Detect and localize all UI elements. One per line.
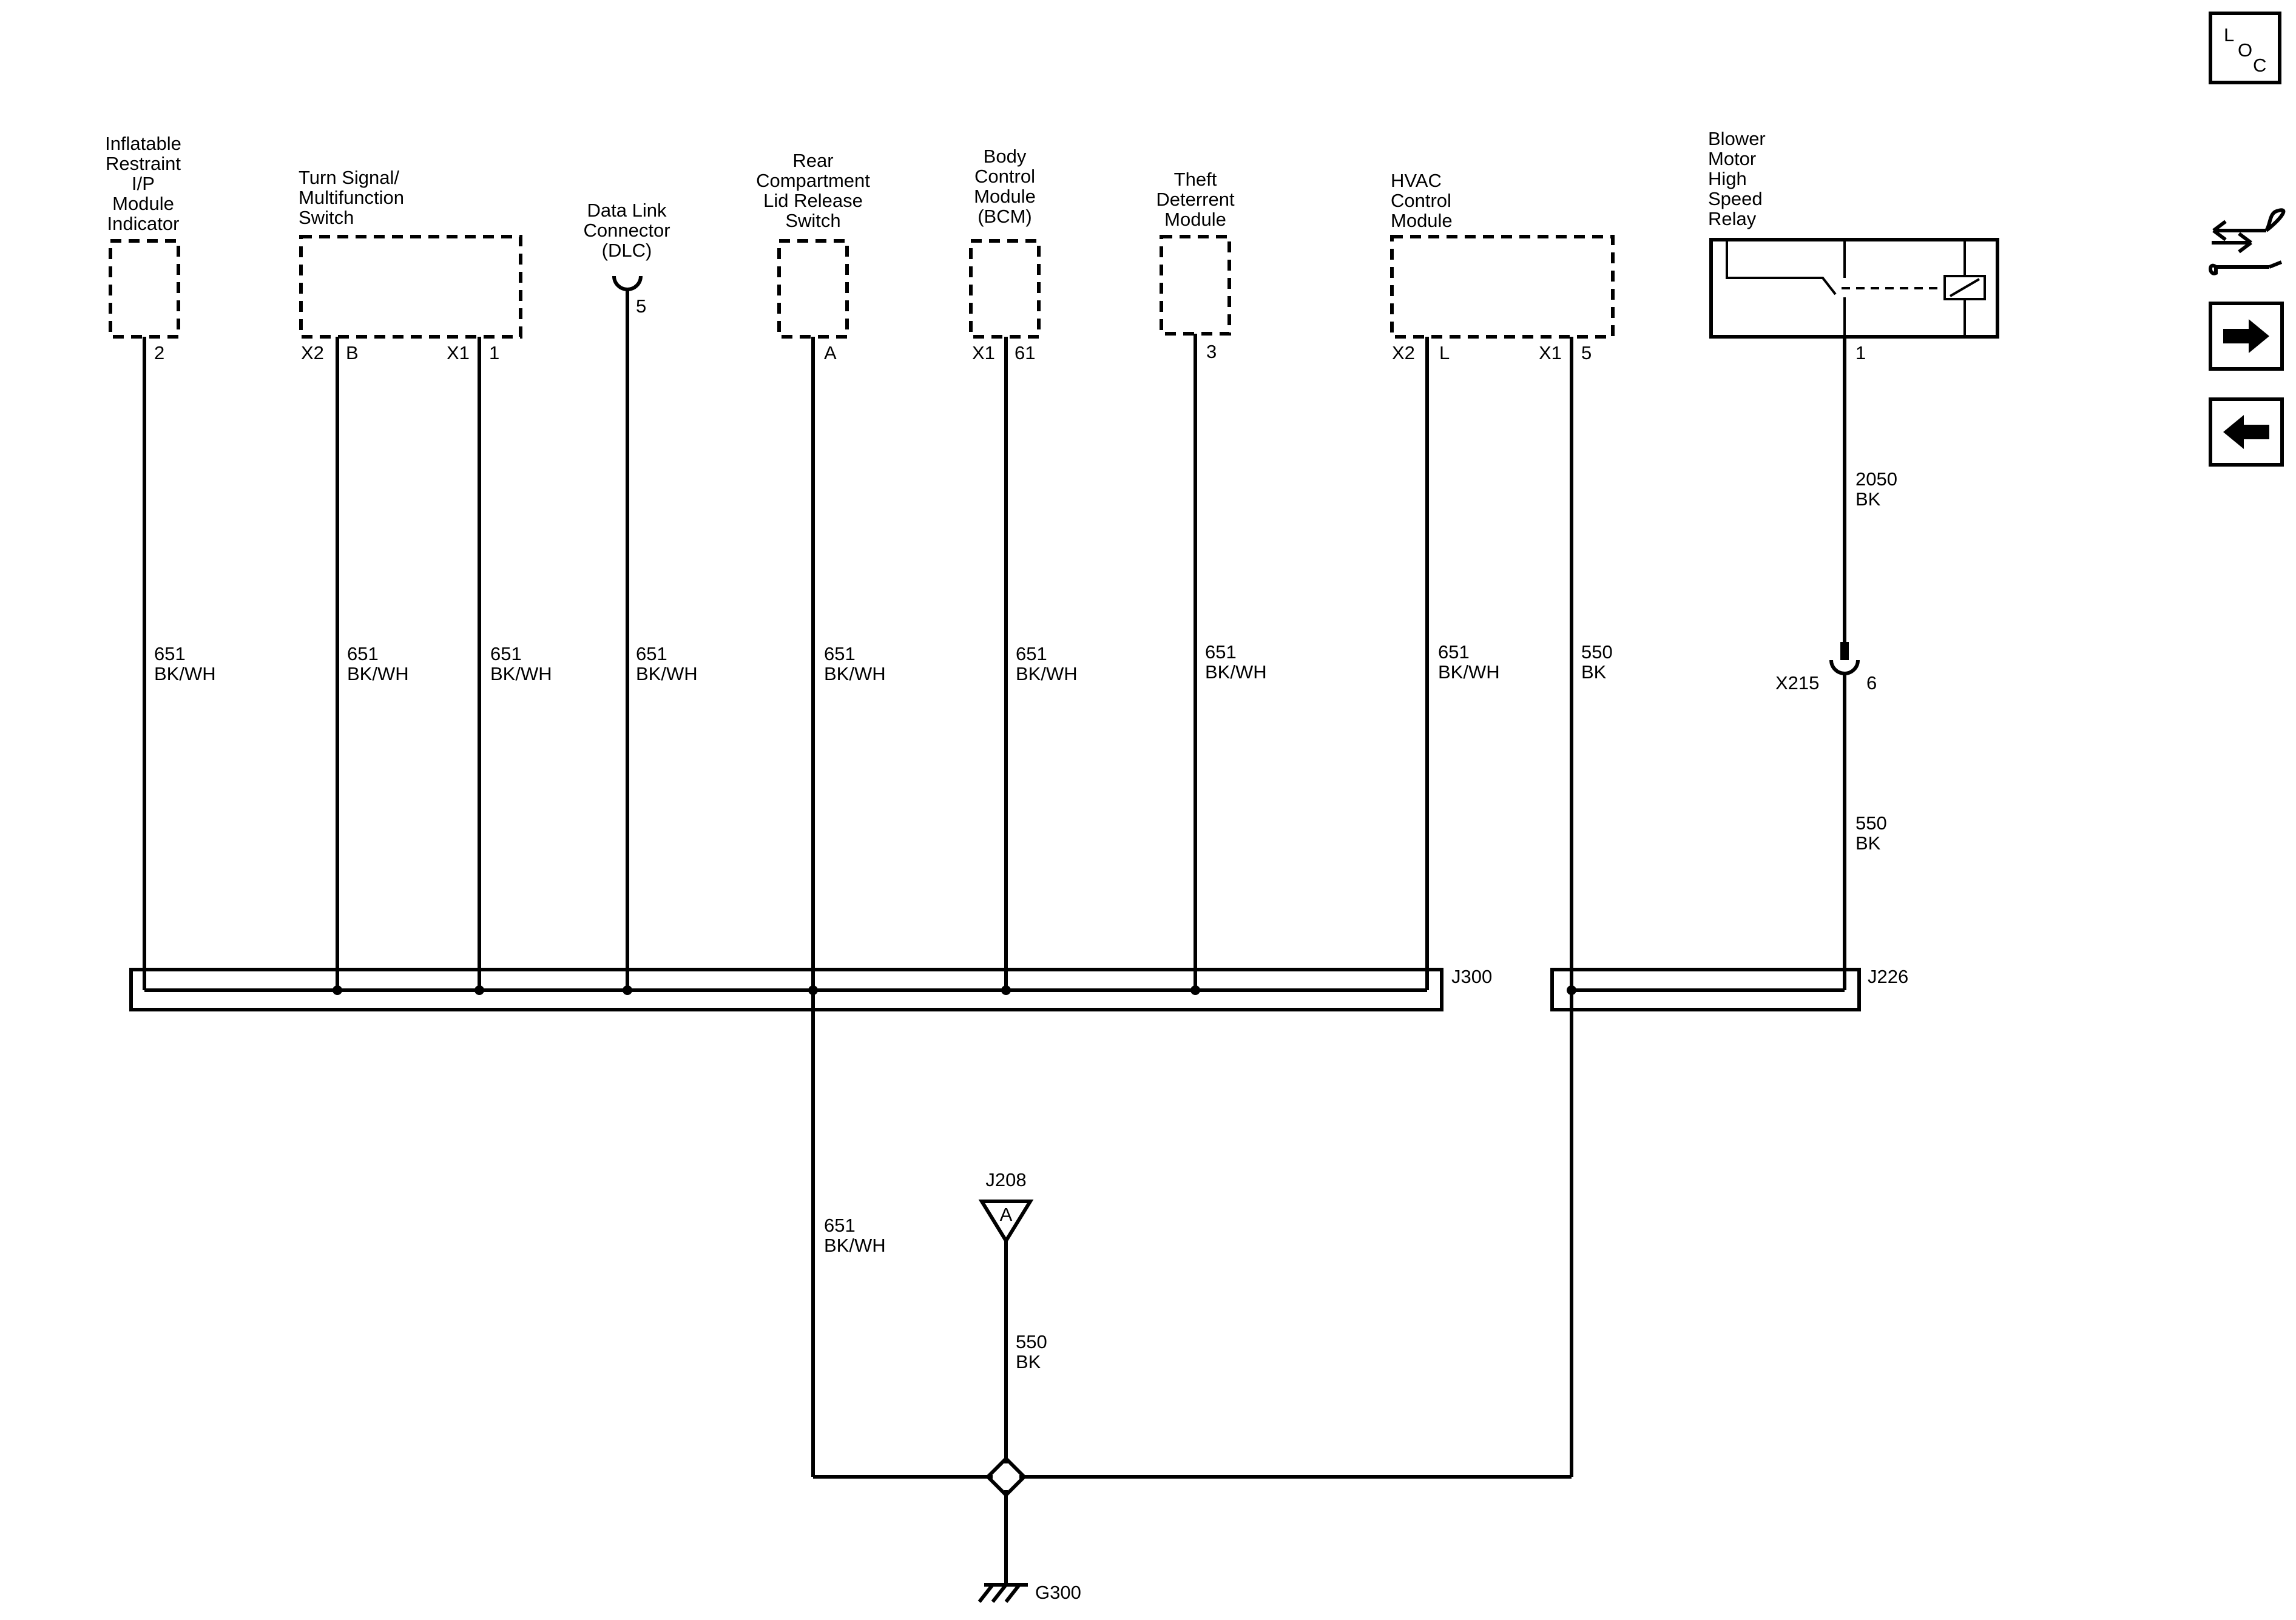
pin-blower: 1 bbox=[1855, 342, 1866, 363]
pin-inflatable: 2 bbox=[154, 342, 164, 363]
next-page-button[interactable] bbox=[2209, 302, 2284, 371]
pin-turn-x2: X2 bbox=[301, 342, 324, 363]
j300-splice-pack bbox=[129, 968, 1443, 1011]
wire-bk-label: BK bbox=[1581, 661, 1607, 683]
wire-bk-label: BK bbox=[1016, 1351, 1041, 1372]
pin-bcm-x1: X1 bbox=[972, 342, 995, 363]
theft-deterrent-box bbox=[1160, 235, 1231, 336]
rear-compartment-switch-box bbox=[777, 239, 849, 339]
blower-relay-symbol bbox=[1709, 238, 1999, 339]
wire-bkwh-label: BK/WH bbox=[824, 663, 886, 684]
wire-651-label: 651 bbox=[1016, 643, 1047, 664]
arrow-left-icon bbox=[2223, 415, 2269, 449]
wire-lines bbox=[143, 290, 1846, 1585]
j208-label: J208 bbox=[985, 1169, 1026, 1190]
wire-651-label: 651 bbox=[490, 643, 522, 664]
ground-symbol bbox=[977, 1583, 1028, 1603]
j208-connector-symbol bbox=[978, 1200, 1034, 1244]
wire-651-label: 651 bbox=[824, 1215, 856, 1236]
wire-651-label: 651 bbox=[154, 643, 186, 664]
wire-651-label: 651 bbox=[1205, 641, 1237, 663]
wire-550-label: 550 bbox=[1581, 641, 1613, 663]
wire-bk-label: BK bbox=[1855, 832, 1881, 854]
wire-bkwh-label: BK/WH bbox=[824, 1235, 886, 1256]
wire-bkwh-label: BK/WH bbox=[1438, 661, 1500, 683]
inflatable-restraint-box bbox=[109, 239, 180, 339]
wire-651-label: 651 bbox=[824, 643, 856, 664]
connector-wrench-icon[interactable] bbox=[2209, 208, 2286, 275]
wire-651-label: 651 bbox=[636, 643, 667, 664]
arrow-right-icon bbox=[2223, 319, 2269, 353]
j226-label: J226 bbox=[1868, 966, 1908, 987]
wire-bkwh-label: BK/WH bbox=[347, 663, 409, 684]
pin-bcm-61: 61 bbox=[1015, 342, 1035, 363]
x215-connector-symbol bbox=[1829, 642, 1860, 675]
pin-hvac-l: L bbox=[1439, 342, 1450, 363]
pin-hvac-x2: X2 bbox=[1392, 342, 1415, 363]
wire-bk-label: BK bbox=[1855, 488, 1881, 510]
turn-signal-switch-box bbox=[299, 235, 522, 339]
pin-turn-b: B bbox=[346, 342, 359, 363]
wire-bkwh-label: BK/WH bbox=[154, 663, 216, 684]
pin-turn-x1: X1 bbox=[447, 342, 470, 363]
pin-rear: A bbox=[824, 342, 837, 363]
j208-pin: A bbox=[1000, 1204, 1013, 1225]
loc-letter-l: L bbox=[2224, 24, 2234, 46]
x215-pin: 6 bbox=[1866, 672, 1877, 694]
wire-bkwh-label: BK/WH bbox=[490, 663, 552, 684]
g300-label: G300 bbox=[1035, 1582, 1081, 1603]
previous-page-button[interactable] bbox=[2209, 397, 2284, 467]
loc-letter-o: O bbox=[2238, 39, 2252, 61]
wire-651-label: 651 bbox=[1438, 641, 1470, 663]
wire-bkwh-label: BK/WH bbox=[636, 663, 698, 684]
x215-label: X215 bbox=[1775, 672, 1819, 694]
pin-hvac-5: 5 bbox=[1581, 342, 1592, 363]
loc-letter-c: C bbox=[2253, 55, 2266, 76]
wire-2050-label: 2050 bbox=[1855, 468, 1897, 490]
wire-550-label: 550 bbox=[1855, 812, 1887, 834]
wire-550-label: 550 bbox=[1016, 1331, 1047, 1352]
pin-hvac-x1: X1 bbox=[1539, 342, 1562, 363]
wire-bkwh-label: BK/WH bbox=[1016, 663, 1078, 684]
j300-label: J300 bbox=[1451, 966, 1492, 987]
j226-splice-pack bbox=[1550, 968, 1861, 1011]
wire-bkwh-label: BK/WH bbox=[1205, 661, 1267, 683]
dlc-connector-symbol bbox=[612, 275, 643, 291]
hvac-control-box bbox=[1390, 235, 1615, 339]
pin-dlc: 5 bbox=[636, 295, 646, 317]
wire-651-label: 651 bbox=[347, 643, 379, 664]
pin-turn-1: 1 bbox=[489, 342, 499, 363]
junction-diamond bbox=[985, 1456, 1027, 1498]
pin-theft: 3 bbox=[1206, 341, 1217, 362]
bcm-box bbox=[969, 239, 1041, 339]
loc-button[interactable]: L O C bbox=[2209, 12, 2281, 84]
